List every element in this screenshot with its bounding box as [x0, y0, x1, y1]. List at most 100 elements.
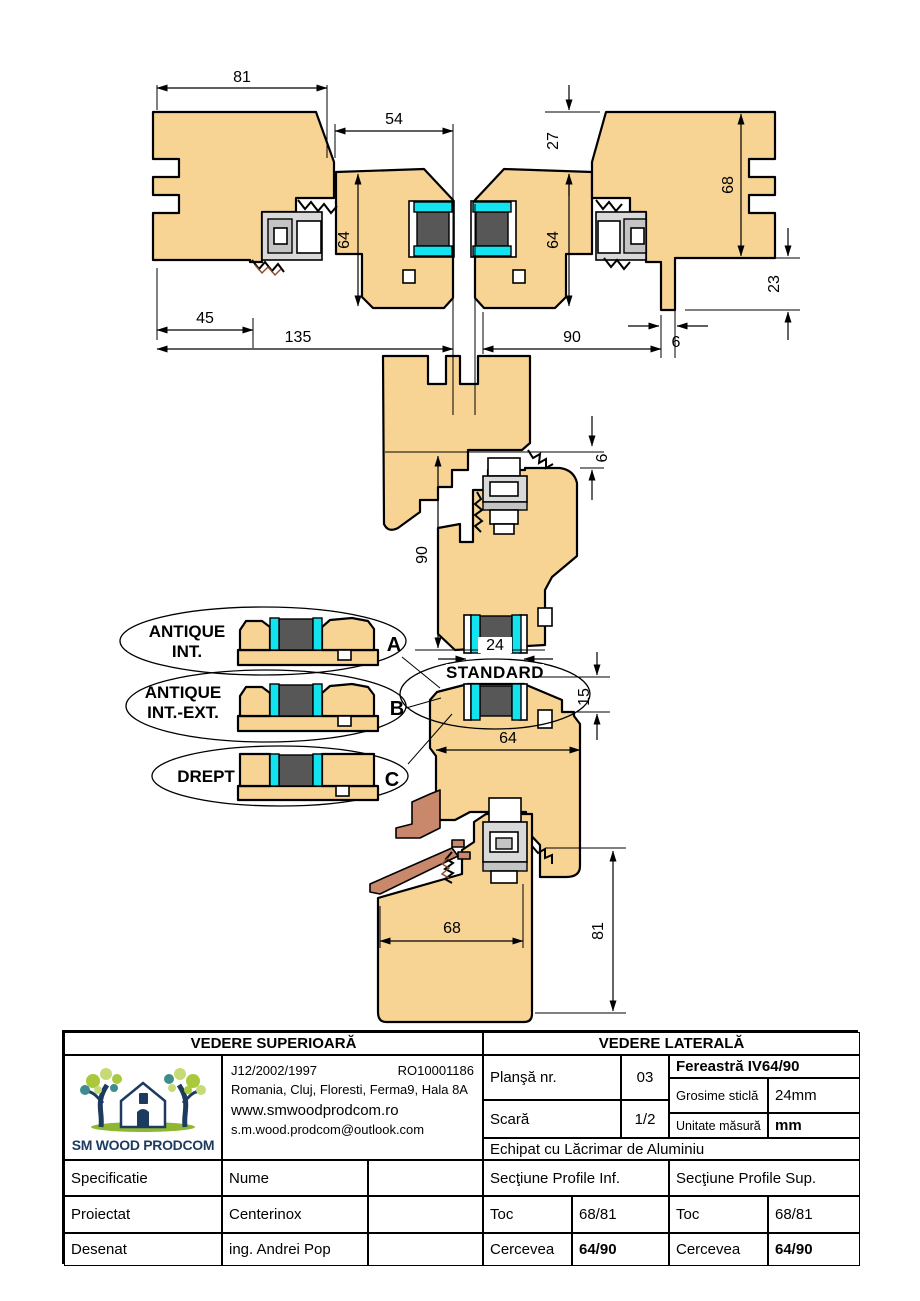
company-reg-number: J12/2002/1997: [231, 1063, 318, 1078]
cercevea-inf-value: 64/90: [572, 1233, 669, 1266]
aluminium-drip-profile: [369, 789, 471, 895]
empty-cell: [368, 1233, 483, 1266]
side-view-section: [369, 354, 582, 1024]
right-glass-unit: [470, 200, 526, 284]
cercevea-inf-label: Cercevea: [483, 1233, 572, 1266]
weatherstrip-hatch: [443, 851, 455, 884]
dim-54: 54: [385, 111, 403, 128]
callout-b-label-line1: ANTIQUE: [145, 683, 222, 702]
top-view-section: [151, 110, 777, 312]
mini-profile-b: [236, 682, 380, 733]
left-espagnolette-hardware: [261, 211, 323, 261]
dimension-annotations: 81 54 27 68 23 64 64 45 135 90: [156, 69, 800, 1014]
left-glass-unit: [402, 200, 455, 284]
right-frame-profile: [590, 110, 777, 312]
proiectat-label: Proiectat: [64, 1196, 222, 1233]
side-upper-sash-profile: [436, 466, 579, 652]
toc-sup-label: Toc: [669, 1196, 768, 1233]
company-cui: RO10001186: [397, 1063, 474, 1078]
dim-45: 45: [196, 310, 214, 327]
company-logo: [80, 1067, 206, 1132]
dim-64-left: 64: [336, 231, 353, 249]
dim-15: 15: [576, 688, 593, 706]
desenat-label: Desenat: [64, 1233, 222, 1266]
company-website[interactable]: www.smwoodprodcom.ro: [231, 1101, 399, 1119]
toc-inf-label: Toc: [483, 1196, 572, 1233]
company-name: SM WOOD PRODCOM: [71, 1136, 215, 1153]
callout-b-letter: B: [390, 698, 404, 720]
callout-c-letter: C: [385, 769, 399, 791]
toc-sup-value: 68/81: [768, 1196, 860, 1233]
grosime-value: 24mm: [768, 1078, 860, 1113]
weatherstrip-hatch: [527, 449, 554, 470]
left-frame-profile: [151, 110, 336, 264]
dim-81-top: 81: [233, 69, 251, 86]
weatherstrip-hatch: [603, 257, 631, 271]
plansa-label: Planşă nr.: [483, 1055, 621, 1100]
dim-90-side: 90: [414, 546, 431, 564]
dim-64-right: 64: [545, 231, 562, 249]
unitate-value: mm: [768, 1113, 860, 1138]
scara-label: Scară: [483, 1100, 621, 1138]
scara-value: 1/2: [621, 1100, 669, 1138]
callout-a-label-line2: INT.: [172, 642, 202, 661]
dim-6-top: 6: [672, 334, 681, 351]
dim-6-side: 6: [594, 453, 611, 462]
dim-23: 23: [766, 275, 783, 293]
side-view-header: VEDERE LATERALĂ: [483, 1032, 860, 1055]
side-lower-sash-profile: [428, 682, 582, 879]
callout-ellipse-standard: [399, 658, 591, 730]
mini-profile-a: [236, 616, 380, 667]
bottom-lock-hardware: [482, 797, 528, 884]
callout-ellipse-c: [151, 745, 409, 807]
cercevea-sup-value: 64/90: [768, 1233, 860, 1266]
weatherstrip-hatch-brown: [440, 857, 451, 879]
proiectat-value: Centerinox: [222, 1196, 368, 1233]
dim-24-bg: [478, 637, 512, 653]
echipat-note: Echipat cu Lăcrimar de Aluminiu: [483, 1138, 860, 1160]
side-top-frame-profile: [381, 354, 532, 531]
callout-ellipse-a: [119, 606, 407, 676]
weatherstrip-hatch: [595, 199, 623, 213]
dim-135: 135: [285, 329, 312, 346]
callout-c-label: DREPT: [177, 767, 235, 786]
dim-81-side: 81: [590, 922, 607, 940]
callout-a-label-line1: ANTIQUE: [149, 622, 226, 641]
sectiune-sup-header: Secţiune Profile Sup.: [669, 1160, 860, 1196]
dim-64-side: 64: [499, 730, 517, 747]
mini-profile-c: [236, 752, 380, 802]
desenat-value: ing. Andrei Pop: [222, 1233, 368, 1266]
plansa-value: 03: [621, 1055, 669, 1100]
product-name: Fereastră IV64/90: [669, 1055, 860, 1078]
callout-bubbles: ANTIQUE INT. A ANTIQUE INT.-EXT. B D: [119, 606, 591, 807]
company-email[interactable]: s.m.wood.prodcom@outlook.com: [231, 1122, 425, 1138]
callout-a-letter: A: [387, 634, 401, 656]
dim-68-side: 68: [443, 920, 461, 937]
company-logo-cell: SM WOOD PRODCOM: [64, 1055, 222, 1160]
nume-label: Nume: [222, 1160, 368, 1196]
dim-90-top: 90: [563, 329, 581, 346]
weatherstrip-hatch-brown: [254, 264, 282, 277]
callout-b-label-line2: INT.-EXT.: [147, 703, 219, 722]
toc-inf-value: 68/81: [572, 1196, 669, 1233]
specificatie-label: Specificatie: [64, 1160, 222, 1196]
standard-label-bg: [446, 664, 544, 681]
empty-cell: [368, 1160, 483, 1196]
standard-label: STANDARD: [446, 663, 544, 682]
top-view-header: VEDERE SUPERIOARĂ: [64, 1032, 483, 1055]
grosime-label: Grosime sticlă: [669, 1078, 768, 1113]
company-address: Romania, Cluj, Floresti, Ferma9, Hala 8A: [231, 1081, 468, 1097]
unitate-label: Unitate măsură: [669, 1113, 768, 1138]
right-espagnolette-hardware: [595, 211, 647, 261]
empty-cell: [368, 1196, 483, 1233]
middle-lock-hardware: [482, 457, 528, 535]
dim-27: 27: [545, 132, 562, 150]
cercevea-sup-label: Cercevea: [669, 1233, 768, 1266]
title-block: VEDERE SUPERIOARĂ VEDERE LATERALĂ SM WOO…: [62, 1030, 860, 1266]
dim-24: 24: [486, 637, 504, 654]
weatherstrip-hatch: [297, 199, 338, 215]
dim-68-top: 68: [720, 176, 737, 194]
sectiune-inf-header: Secţiune Profile Inf.: [483, 1160, 669, 1196]
company-info-cell: J12/2002/1997 RO10001186 Romania, Cluj, …: [222, 1055, 483, 1160]
weatherstrip-hatch: [531, 845, 553, 864]
